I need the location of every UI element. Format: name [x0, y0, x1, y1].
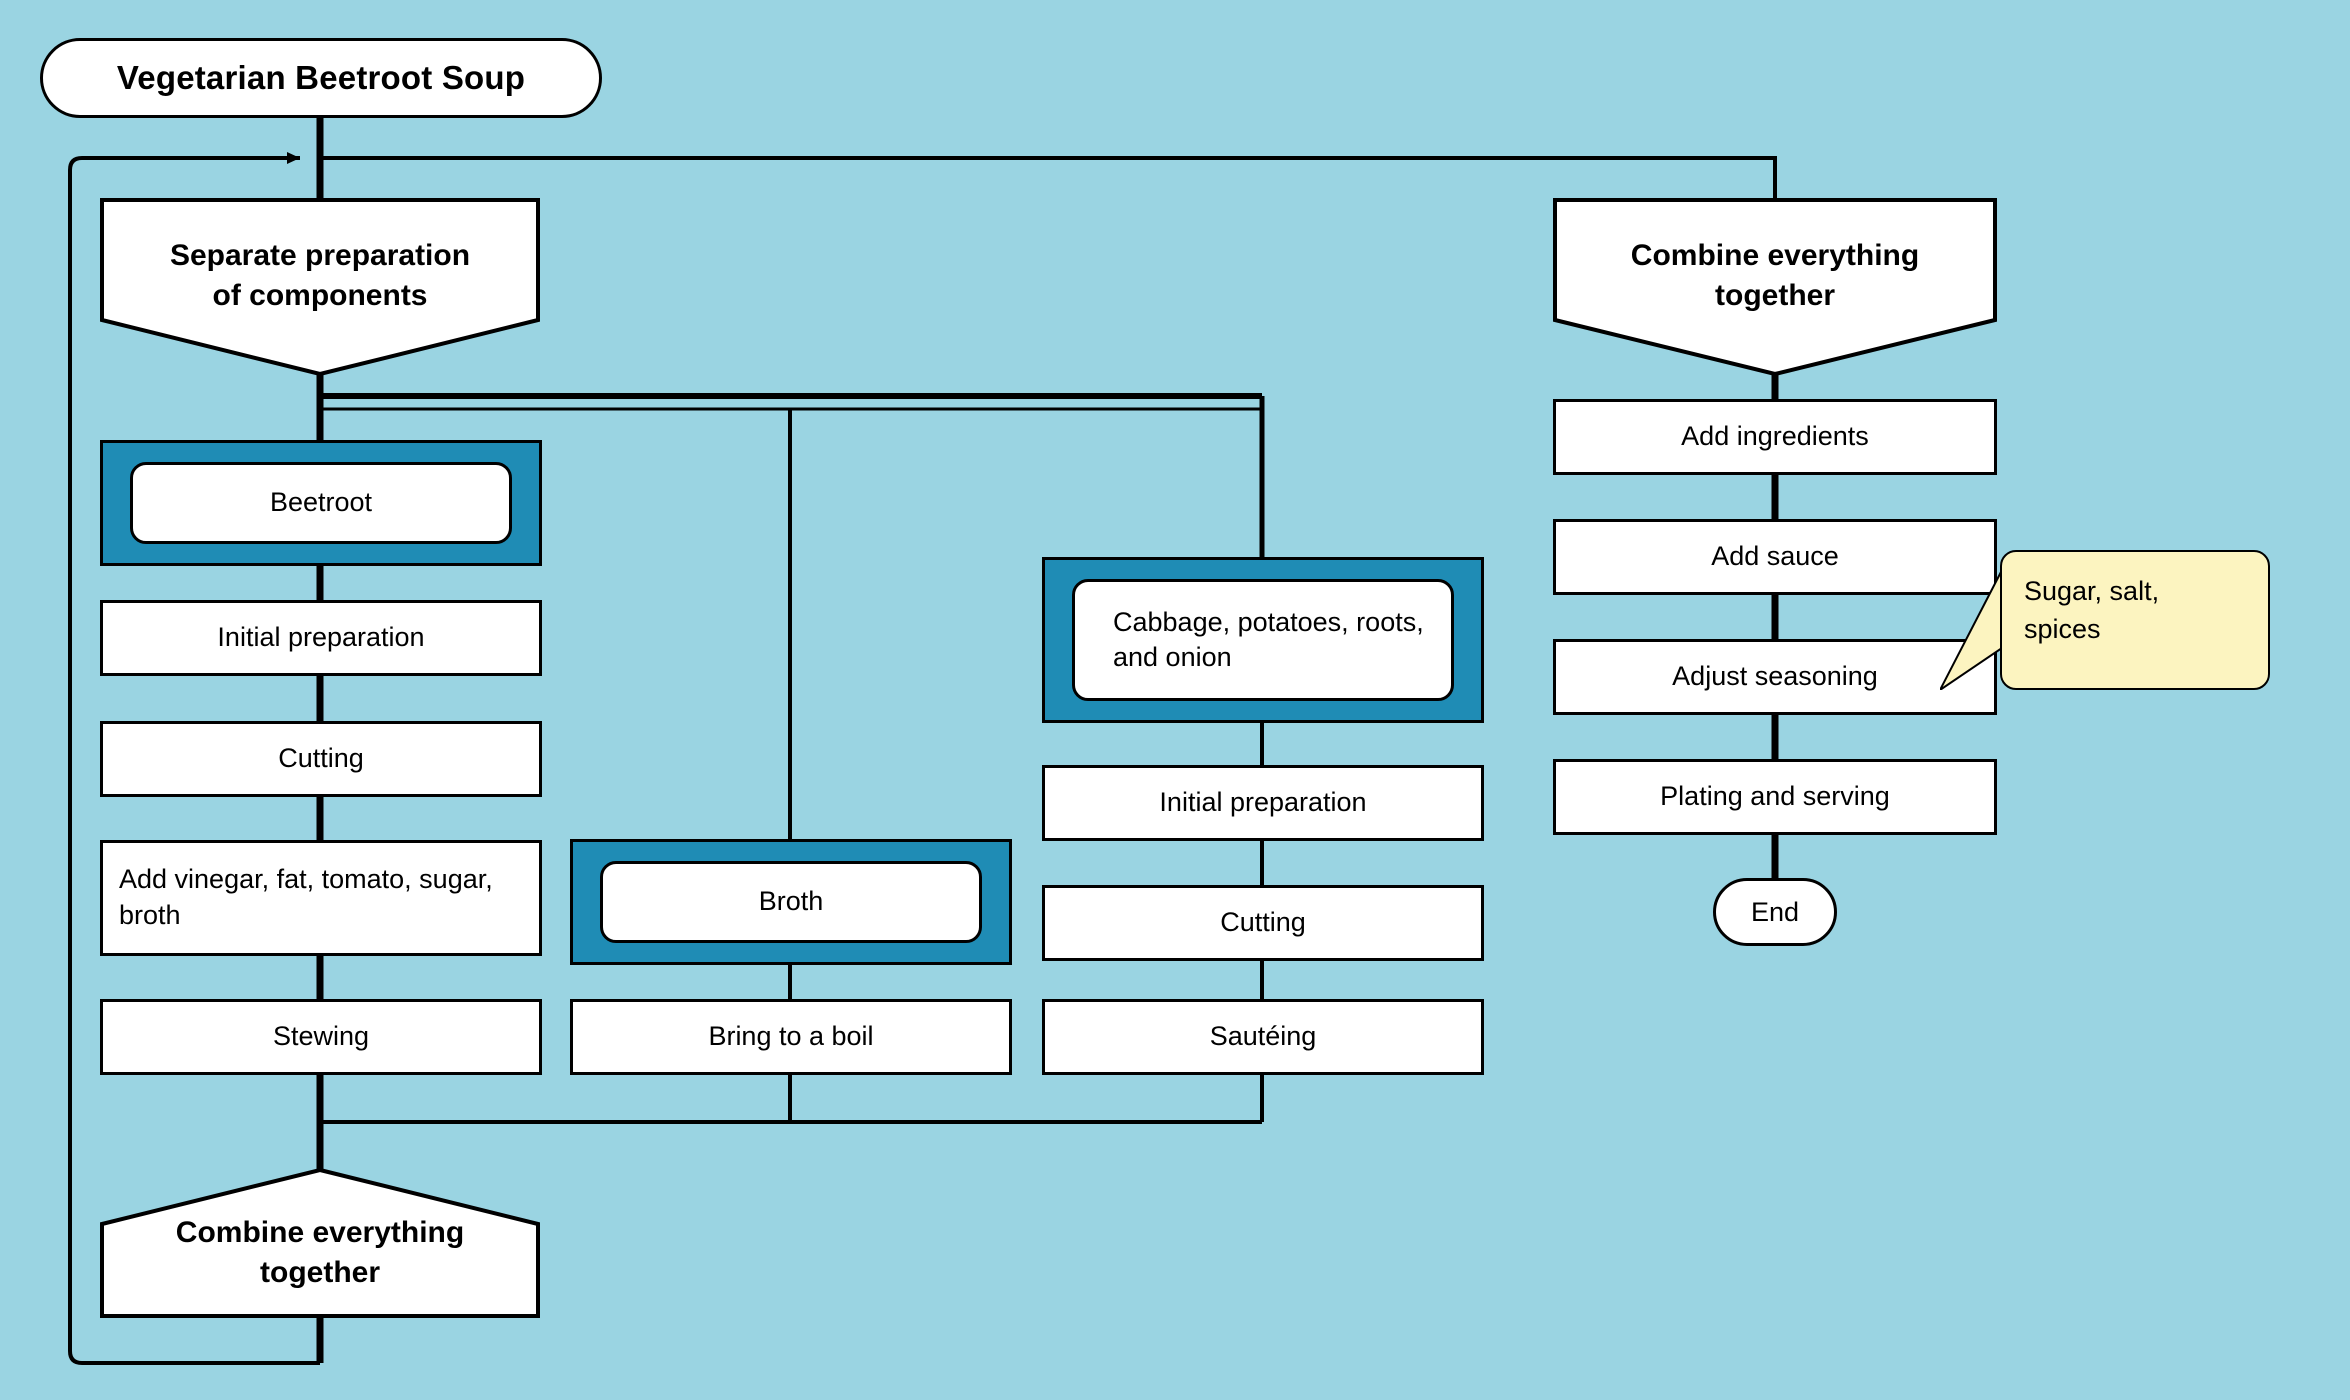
end-node-label: End: [1750, 896, 1800, 927]
fork-node-label-line2: of components: [212, 279, 428, 312]
process-vegetables-cutting[interactable]: Cutting: [1042, 885, 1484, 961]
process-adjust-seasoning[interactable]: Adjust seasoning: [1553, 639, 1997, 715]
callout-note-line1: Sugar, salt,: [2024, 576, 2160, 606]
process-beetroot-cutting[interactable]: Cutting: [100, 721, 542, 797]
end-node[interactable]: End: [1713, 878, 1837, 946]
process-beetroot-initial-preparation-label: Initial preparation: [217, 622, 425, 653]
join-node-combine-everything[interactable]: Combine everything together: [100, 1168, 540, 1318]
join-node-label: Combine everything together: [100, 1213, 540, 1292]
fork-shape: [100, 198, 540, 376]
callout-note-line2: spices: [2024, 614, 2101, 645]
join-node-label-line2: together: [260, 1256, 380, 1289]
process-vegetables-cutting-label: Cutting: [1220, 907, 1306, 938]
ingredient-node-vegetables-inner: Cabbage, potatoes, roots, and onion: [1072, 579, 1454, 701]
process-vegetables-sauteing[interactable]: Sautéing: [1042, 999, 1484, 1075]
process-beetroot-stewing[interactable]: Stewing: [100, 999, 542, 1075]
process-add-sauce-label: Add sauce: [1711, 541, 1839, 572]
process-add-ingredients-label: Add ingredients: [1681, 421, 1869, 452]
ingredient-node-beetroot[interactable]: Beetroot: [100, 440, 542, 566]
ingredient-node-broth-inner: Broth: [600, 861, 982, 943]
process-broth-bring-to-a-boil[interactable]: Bring to a boil: [570, 999, 1012, 1075]
ingredient-node-vegetables-label: Cabbage, potatoes, roots, and onion: [1113, 606, 1424, 672]
process-beetroot-stewing-label: Stewing: [272, 1021, 370, 1052]
process-beetroot-add-ingredients[interactable]: Add vinegar, fat, tomato, sugar, broth: [100, 840, 542, 956]
ingredient-node-beetroot-label: Beetroot: [269, 487, 373, 518]
process-plating-and-serving-label: Plating and serving: [1660, 781, 1890, 812]
process-adjust-seasoning-label: Adjust seasoning: [1672, 661, 1878, 692]
process-vegetables-sauteing-label: Sautéing: [1209, 1021, 1317, 1052]
edge-top-bus-to-right-fork: [320, 156, 1777, 202]
fork-right-shape: [1553, 198, 1997, 376]
process-add-ingredients[interactable]: Add ingredients: [1553, 399, 1997, 475]
process-vegetables-initial-preparation[interactable]: Initial preparation: [1042, 765, 1484, 841]
callout-note-body: Sugar, salt, spices: [2000, 550, 2270, 690]
ingredient-node-vegetables[interactable]: Cabbage, potatoes, roots, and onion: [1042, 557, 1484, 723]
process-vegetables-initial-preparation-label: Initial preparation: [1159, 787, 1367, 818]
ingredient-node-broth[interactable]: Broth: [570, 839, 1012, 965]
process-beetroot-initial-preparation[interactable]: Initial preparation: [100, 600, 542, 676]
fork-node-combine-everything-right[interactable]: Combine everything together: [1553, 198, 1997, 376]
fork-node-label: Separate preparation of components: [100, 236, 540, 315]
join-node-label-line1: Combine everything: [175, 1216, 465, 1250]
ingredient-node-broth-label: Broth: [758, 886, 824, 917]
start-node-label: Vegetarian Beetroot Soup: [116, 59, 526, 96]
fork-node-right-label-line1: Combine everything: [1630, 239, 1920, 273]
start-node[interactable]: Vegetarian Beetroot Soup: [40, 38, 602, 118]
join-shape: [100, 1168, 540, 1318]
process-plating-and-serving[interactable]: Plating and serving: [1553, 759, 1997, 835]
fork-node-label-line1: Separate preparation: [169, 239, 471, 273]
fork-node-right-label-line2: together: [1715, 279, 1835, 312]
ingredient-node-beetroot-inner: Beetroot: [130, 462, 512, 544]
callout-note-seasoning[interactable]: Sugar, salt, spices: [1940, 550, 2270, 690]
process-add-sauce[interactable]: Add sauce: [1553, 519, 1997, 595]
process-broth-bring-to-a-boil-label: Bring to a boil: [708, 1021, 874, 1052]
process-beetroot-cutting-label: Cutting: [278, 743, 364, 774]
fork-node-right-label: Combine everything together: [1553, 236, 1997, 315]
process-beetroot-add-ingredients-label: Add vinegar, fat, tomato, sugar, broth: [119, 864, 493, 930]
fork-node-separate-preparation[interactable]: Separate preparation of components: [100, 198, 540, 376]
